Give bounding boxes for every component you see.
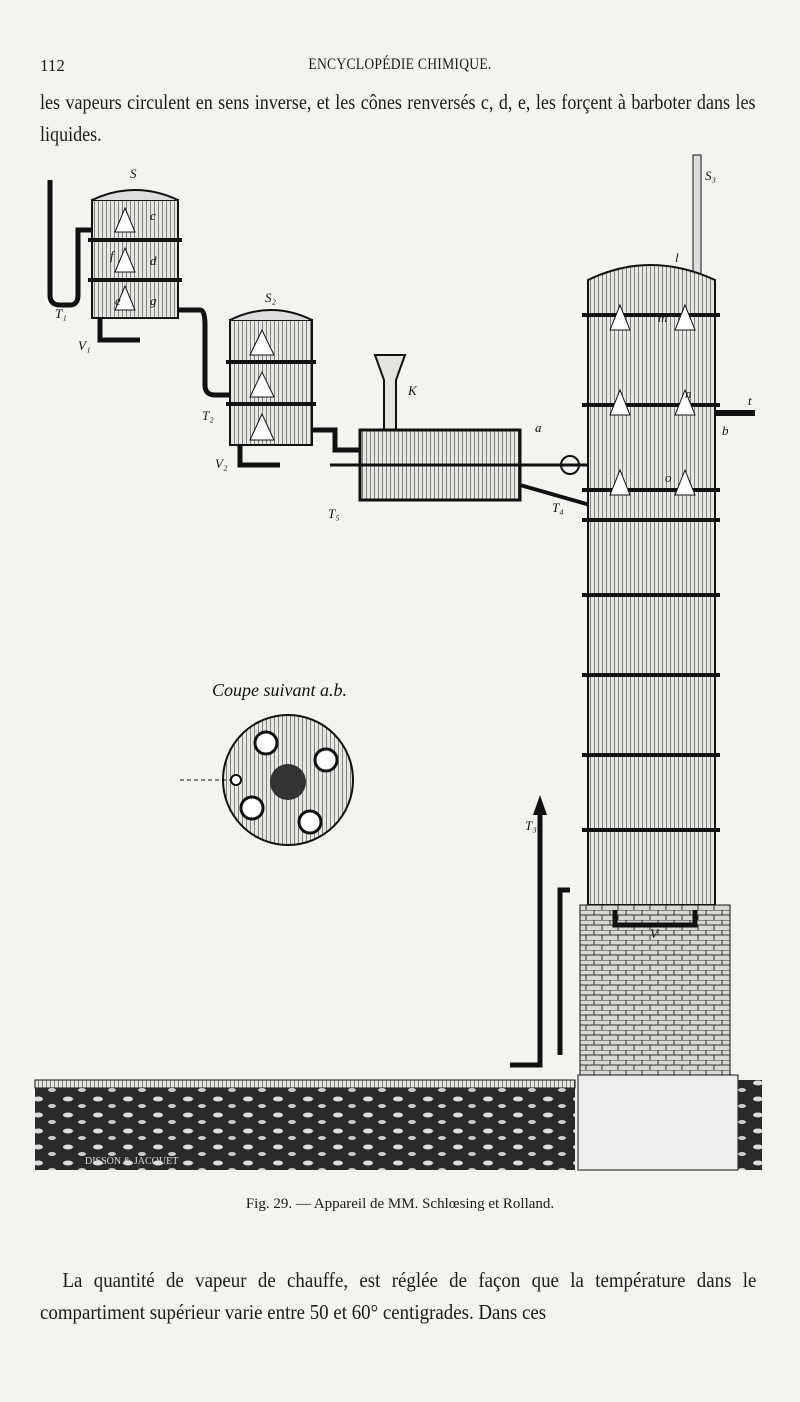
label-t4: T₄: [552, 500, 564, 515]
intro-paragraph: les vapeurs circulent en sens inverse, e…: [40, 86, 756, 150]
condenser-k: [330, 354, 591, 507]
column-s: [47, 180, 230, 398]
label-c: c: [150, 208, 156, 223]
body-paragraph: La quantité de vapeur de chauffe, est ré…: [40, 1264, 756, 1328]
main-column: [577, 154, 755, 1171]
label-v2: V₂: [215, 456, 228, 471]
figure-labels: S c d e f g T₁ V₁ S₂ T₂ V₂ K T₅ T₄ S₃ l …: [55, 166, 752, 941]
label-t2: T₂: [202, 408, 214, 423]
label-s2: S₂: [265, 290, 277, 305]
label-b: b: [722, 423, 729, 438]
label-d: d: [150, 253, 157, 268]
intro-text: les vapeurs circulent en sens inverse, e…: [40, 90, 756, 146]
section-title: Coupe suivant a.b.: [212, 680, 347, 700]
label-g: g: [150, 293, 157, 308]
label-e: e: [115, 293, 121, 308]
label-v: V: [650, 926, 660, 941]
label-t1: T₁: [55, 306, 67, 321]
label-a: a: [535, 420, 542, 435]
label-f: f: [110, 248, 116, 263]
body-text: La quantité de vapeur de chauffe, est ré…: [40, 1268, 757, 1324]
apparatus-figure: Coupe suivant a.b. S c d e f g T₁ V₁ S₂ …: [34, 154, 762, 1171]
label-s: S: [130, 166, 137, 181]
label-t3: T₃: [525, 818, 537, 833]
label-t: t: [748, 393, 752, 408]
label-v1: V₁: [78, 338, 90, 353]
engraver-signature: DISSON & JACQUET: [85, 1156, 178, 1167]
label-k: K: [407, 383, 418, 398]
column-s2: [226, 309, 365, 468]
pipe-t3: [510, 795, 570, 1068]
page-number: 112: [40, 56, 65, 75]
ground: [34, 1079, 762, 1170]
label-m: m: [658, 310, 667, 325]
running-title: ENCYCLOPÉDIE CHIMIQUE.: [308, 56, 492, 73]
label-n: n: [685, 386, 692, 401]
label-t5: T₅: [328, 506, 340, 521]
page-header: 112 ENCYCLOPÉDIE CHIMIQUE.: [40, 56, 760, 80]
figure-caption: Fig. 29. — Appareil de MM. Schlœsing et …: [245, 1196, 555, 1212]
label-l: l: [675, 250, 679, 265]
section-diagram: [180, 714, 354, 846]
label-s3: S₃: [705, 168, 716, 183]
label-o: o: [665, 470, 672, 485]
